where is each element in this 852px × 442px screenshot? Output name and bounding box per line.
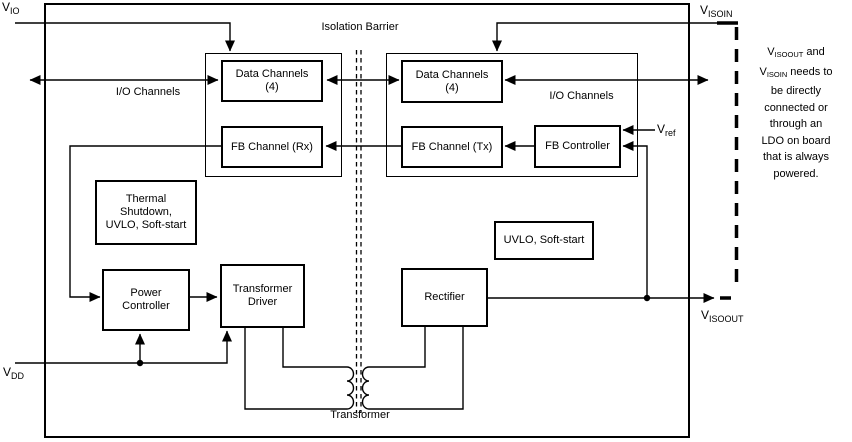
chip-outline <box>44 3 690 438</box>
note-line: VISOIN needs to <box>759 65 833 79</box>
block-fb-channel-rx: FB Channel (Rx) <box>221 126 323 168</box>
note-line: through an <box>769 118 823 130</box>
note-text: VISOOUT and VISOIN needs to be directly … <box>740 44 852 182</box>
io-channels-left-label: I/O Channels <box>115 86 181 98</box>
block-fb-channel-tx: FB Channel (Tx) <box>401 126 503 168</box>
port-vdd-label: VDD <box>3 365 25 382</box>
transformer-label: Transformer <box>330 409 390 421</box>
block-thermal-shutdown: Thermal Shutdown, UVLO, Soft-start <box>95 180 197 245</box>
note-line: connected or <box>764 101 828 114</box>
port-visoin-label: VISOIN <box>700 3 733 20</box>
note-line: be directly <box>770 85 822 97</box>
io-channels-right-label: I/O Channels <box>549 90 614 102</box>
block-rectifier: Rectifier <box>401 268 488 327</box>
note-line: VISOOUT and <box>767 46 825 59</box>
block-power-controller: Power Controller <box>102 269 190 331</box>
block-data-channels-right: Data Channels (4) <box>401 60 503 103</box>
note-line: LDO on board <box>761 134 831 147</box>
port-vref-label: Vref <box>657 122 676 139</box>
isolation-barrier-label: Isolation Barrier <box>321 21 399 33</box>
block-fb-controller: FB Controller <box>534 125 621 168</box>
left-channel-group-box <box>205 53 342 177</box>
port-vio-label: VIO <box>2 0 20 17</box>
block-uvlo-soft-start: UVLO, Soft-start <box>494 221 594 260</box>
port-visoout-label: VISOOUT <box>701 308 744 325</box>
right-channel-group-box <box>386 53 638 177</box>
block-data-channels-left: Data Channels (4) <box>221 60 323 102</box>
block-transformer-driver: Transformer Driver <box>220 264 305 328</box>
note-line: powered. <box>773 167 819 180</box>
note-line: that is always <box>762 151 830 163</box>
